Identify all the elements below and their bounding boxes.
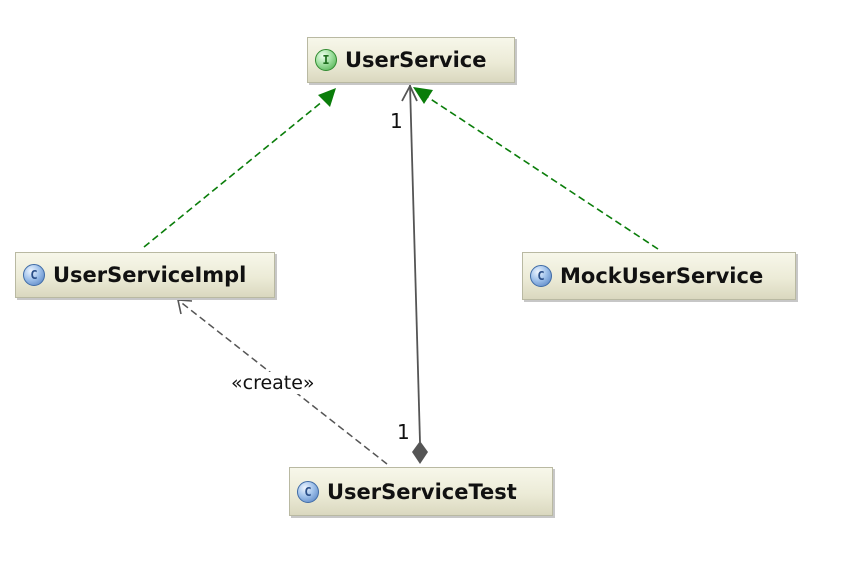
node-mockuserservice[interactable]: C MockUserService: [522, 252, 796, 300]
edge-test-to-userservice: [401, 83, 428, 464]
implements-arrowhead-impl: [318, 88, 336, 107]
class-icon: C: [23, 264, 45, 286]
composition-diamond: [412, 441, 428, 464]
node-label-mockuserservice: MockUserService: [560, 264, 764, 288]
node-userservice[interactable]: I UserService: [307, 37, 515, 83]
implements-arrowhead-mock: [413, 87, 433, 104]
node-label-userservicetest: UserServiceTest: [327, 479, 517, 504]
navigation-arrowhead: [401, 83, 418, 102]
interface-icon: I: [315, 49, 337, 71]
node-label-userserviceimpl: UserServiceImpl: [53, 263, 247, 287]
implements-line-mock: [425, 95, 659, 250]
node-label-userservice: UserService: [345, 48, 487, 72]
multiplicity-source-label: 1: [397, 420, 410, 444]
create-dependency-label: «create»: [230, 372, 316, 394]
edge-mock-to-userservice: [413, 87, 659, 250]
edge-impl-to-userservice: [143, 88, 336, 248]
node-userserviceimpl[interactable]: C UserServiceImpl: [15, 252, 275, 298]
multiplicity-target-label: 1: [390, 109, 403, 133]
implements-line-impl: [143, 100, 324, 248]
composition-line: [409, 84, 421, 443]
create-arrowhead: [176, 299, 193, 315]
class-icon: C: [297, 480, 319, 503]
node-userservicetest[interactable]: C UserServiceTest: [289, 467, 553, 516]
class-icon: C: [530, 265, 552, 287]
